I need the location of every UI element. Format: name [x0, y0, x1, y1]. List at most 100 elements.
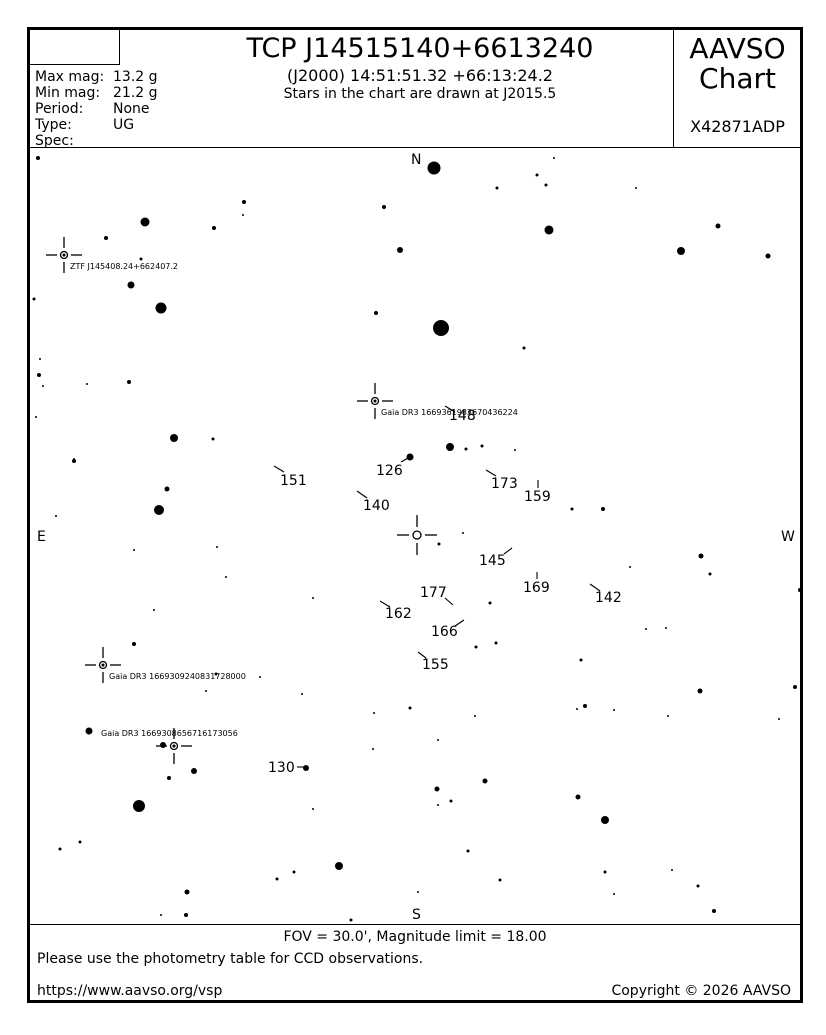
comp-label-140: 140 — [363, 498, 390, 514]
star-dot — [433, 320, 449, 336]
star-dot — [78, 840, 82, 844]
info-row-min-mag: Min mag: 21.2 g — [35, 85, 158, 101]
object-label-gaia-2: Gaia DR3 1669309240831728000 — [109, 672, 246, 681]
comp-label-162: 162 — [385, 606, 412, 622]
star-dot — [417, 891, 419, 893]
label-pointers — [273, 405, 601, 768]
pointer-162 — [379, 600, 391, 608]
comp-label-173: 173 — [491, 476, 518, 492]
star-dot — [437, 542, 441, 546]
aavso-link[interactable]: https://www.aavso.org/vsp — [37, 983, 223, 999]
info-label: Min mag: — [35, 85, 101, 101]
info-label: Period: — [35, 101, 84, 117]
crosshair-target — [397, 515, 437, 555]
star-dot — [437, 804, 439, 806]
object-label-gaia-1: Gaia DR3 1669361983670436224 — [381, 408, 518, 417]
star-dot — [225, 576, 227, 578]
pointer-148 — [444, 405, 456, 413]
star-dot — [214, 672, 218, 676]
star-dot — [39, 358, 41, 360]
comp-label-155: 155 — [422, 657, 449, 673]
star-dot — [32, 297, 36, 301]
comp-label-159: 159 — [524, 489, 551, 505]
star-dot — [211, 437, 215, 441]
star-coordinates: (J2000) 14:51:51.32 +66:13:24.2 — [287, 66, 553, 85]
star-dot — [635, 187, 637, 189]
object-labels: ZTF J145408.24+662407.2 Gaia DR3 1669361… — [70, 262, 518, 738]
pointer-155 — [417, 651, 427, 659]
pointer-145 — [503, 547, 513, 555]
direction-east: E — [37, 529, 46, 545]
star-dot — [212, 226, 216, 230]
star-dot — [42, 385, 44, 387]
star-dot — [127, 380, 131, 384]
info-value: 21.2 g — [113, 85, 158, 101]
star-dot — [579, 658, 583, 662]
crosshair-gaia-2 — [85, 647, 121, 683]
star-dot — [397, 247, 403, 253]
star-dot — [583, 704, 587, 708]
star-dot — [374, 311, 378, 315]
star-dot — [474, 715, 476, 717]
star-dot — [303, 765, 309, 771]
star-dot — [140, 217, 150, 227]
star-info: Max mag: 13.2 g Min mag: 21.2 g Period: … — [35, 69, 158, 149]
star-dot — [312, 597, 314, 599]
star-dot — [127, 281, 135, 289]
star-dot — [35, 416, 37, 418]
star-dot — [665, 627, 667, 629]
star-dot — [535, 173, 539, 177]
star-dot — [613, 709, 615, 711]
chart-id: X42871ADP — [690, 117, 785, 136]
pointer-166 — [454, 619, 465, 627]
object-label-gaia-3: Gaia DR3 1669308656716173056 — [101, 729, 238, 738]
pointer-140 — [356, 490, 368, 499]
star-dot — [312, 808, 314, 810]
star-dot — [613, 893, 615, 895]
star-dot — [466, 849, 470, 853]
pointer-151 — [273, 465, 285, 473]
star-dot — [301, 693, 303, 695]
chart-footer: FOV = 30.0', Magnitude limit = 18.00 Ple… — [30, 924, 800, 1001]
direction-south: S — [412, 907, 421, 923]
star-dot — [793, 685, 797, 689]
pointer-177 — [444, 597, 454, 606]
star-dot — [715, 223, 721, 229]
star-dot — [778, 718, 780, 720]
star-dot — [133, 549, 135, 551]
star-dot — [671, 869, 673, 871]
finder-chart: Max mag: 13.2 g Min mag: 21.2 g Period: … — [27, 27, 803, 1003]
star-dot — [259, 676, 261, 678]
direction-west: W — [781, 529, 795, 545]
star-dot — [132, 642, 136, 646]
star-dot — [498, 878, 502, 882]
star-field-svg: 148 126 151 140 173 159 145 169 142 177 … — [32, 152, 802, 923]
info-row-max-mag: Max mag: 13.2 g — [35, 69, 158, 85]
star-dot — [104, 236, 108, 240]
star-dot — [544, 225, 554, 235]
star-dot — [382, 205, 386, 209]
info-value: UG — [113, 117, 135, 133]
comp-label-142: 142 — [595, 590, 622, 606]
star-dot — [184, 913, 188, 917]
star-dot — [482, 778, 488, 784]
star-field: 148 126 151 140 173 159 145 169 142 177 … — [30, 148, 802, 924]
star-dot — [349, 918, 353, 922]
aavso-brand: AAVSO Chart X42871ADP — [673, 30, 801, 147]
comp-label-169: 169 — [523, 580, 550, 596]
star-dot — [677, 247, 685, 255]
star-dot — [495, 186, 499, 190]
copyright: Copyright © 2026 AAVSO — [611, 983, 791, 999]
comp-label-151: 151 — [280, 473, 307, 489]
comp-label-126: 126 — [376, 463, 403, 479]
star-dot — [544, 183, 548, 187]
star-dot — [275, 877, 279, 881]
chart-header: Max mag: 13.2 g Min mag: 21.2 g Period: … — [30, 30, 801, 149]
star-dot — [372, 748, 374, 750]
star-dot — [205, 690, 207, 692]
star-dot — [58, 847, 62, 851]
pointer-173 — [485, 469, 497, 477]
star-dot — [464, 447, 468, 451]
star-title: TCP J14515140+6613240 — [246, 33, 594, 64]
star-dot — [462, 532, 464, 534]
